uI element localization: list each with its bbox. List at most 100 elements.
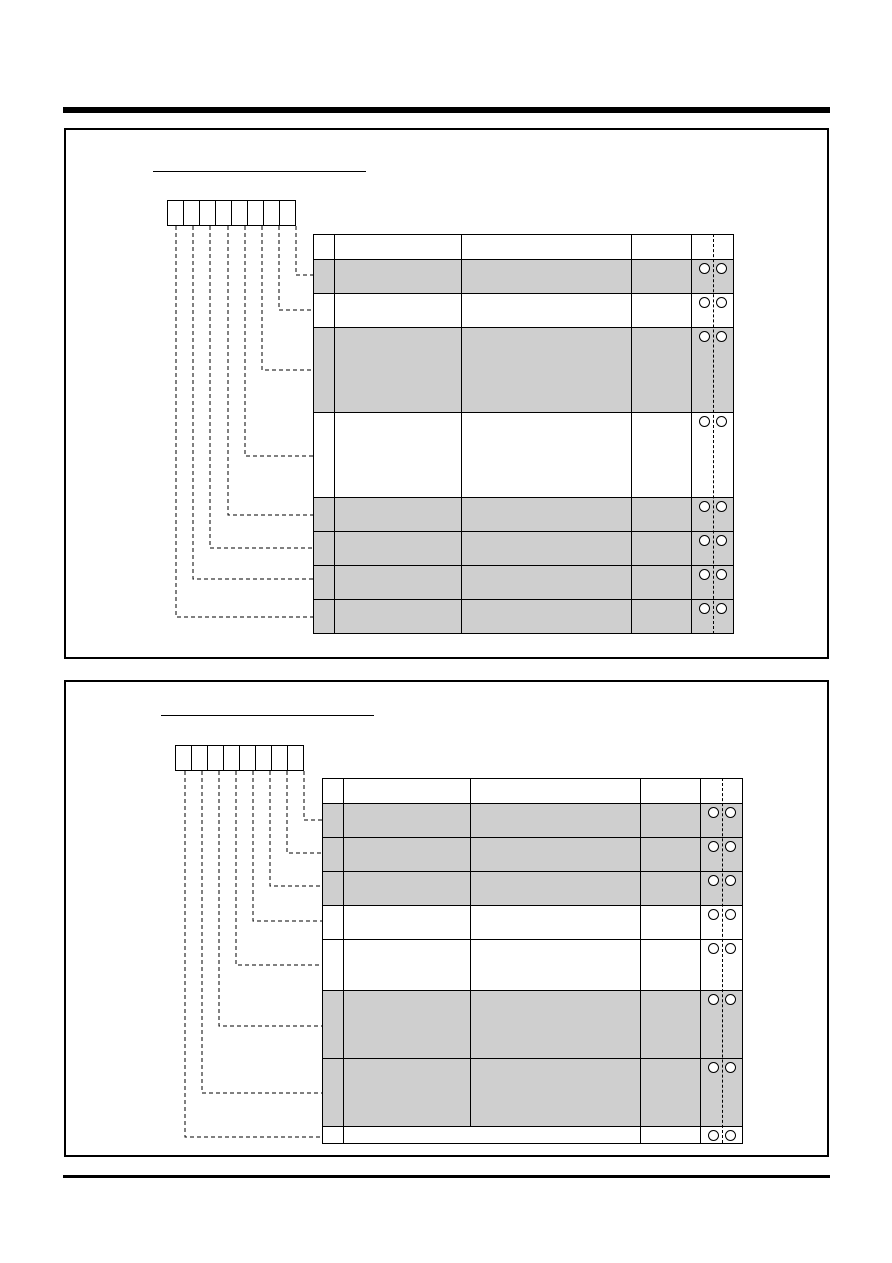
reset-value-cell	[641, 906, 701, 940]
write-circle-icon	[724, 807, 736, 818]
write-circle-icon	[724, 1130, 736, 1141]
read-circle-icon	[698, 569, 710, 580]
column-header	[335, 234, 462, 260]
write-circle-icon	[724, 841, 736, 852]
function-cell	[462, 328, 632, 413]
bit-number-cell	[313, 566, 335, 600]
write-circle-icon	[715, 331, 727, 342]
read-circle-icon	[698, 297, 710, 308]
reset-value-cell	[641, 991, 701, 1059]
bit-name-cell	[335, 294, 462, 328]
column-header	[322, 778, 344, 804]
header-rule	[63, 107, 830, 113]
column-header	[462, 234, 632, 260]
reset-value-cell	[632, 532, 692, 566]
reset-value-cell	[632, 260, 692, 294]
reset-value-cell	[641, 804, 701, 838]
bit-1	[263, 200, 280, 226]
bit-number-cell	[322, 1059, 344, 1127]
bit-name-cell	[335, 413, 462, 498]
function-cell	[462, 566, 632, 600]
function-cell	[471, 838, 641, 872]
column-header	[632, 234, 692, 260]
bit-name-cell	[344, 991, 471, 1059]
write-circle-icon	[715, 569, 727, 580]
bit-table-2	[322, 778, 743, 1144]
bit-number-cell	[313, 328, 335, 413]
bit-number-cell	[313, 498, 335, 532]
bit-name-cell	[335, 600, 462, 634]
bit-number-cell	[322, 906, 344, 940]
read-circle-icon	[698, 331, 710, 342]
bit-0	[279, 200, 296, 226]
footer-rule	[63, 1175, 830, 1178]
function-cell	[462, 532, 632, 566]
write-circle-icon	[724, 994, 736, 1005]
function-cell	[462, 413, 632, 498]
reset-value-cell	[641, 1059, 701, 1127]
bit-number-cell	[313, 413, 335, 498]
rw-divider-2	[722, 778, 723, 1143]
write-circle-icon	[724, 1062, 736, 1073]
function-cell	[471, 991, 641, 1059]
rw-divider-1	[713, 234, 714, 634]
column-header	[313, 234, 335, 260]
function-cell	[462, 600, 632, 634]
bit-name-cell	[344, 872, 471, 906]
bit-6	[191, 745, 208, 771]
function-cell	[462, 260, 632, 294]
write-circle-icon	[715, 603, 727, 614]
bit-7	[175, 745, 192, 771]
read-circle-icon	[707, 807, 719, 818]
bit-name-cell	[344, 804, 471, 838]
bit-name-cell	[335, 328, 462, 413]
bit-4	[215, 200, 232, 226]
column-header	[344, 778, 471, 804]
column-header	[641, 778, 701, 804]
bit-3	[239, 745, 256, 771]
bit-name-cell	[344, 906, 471, 940]
read-circle-icon	[707, 1130, 719, 1141]
bit-6	[183, 200, 200, 226]
rw-cell	[701, 1127, 743, 1144]
bit-name-cell	[335, 566, 462, 600]
read-circle-icon	[698, 603, 710, 614]
bit-5	[207, 745, 224, 771]
reset-value-cell	[641, 940, 701, 991]
read-circle-icon	[698, 263, 710, 274]
reset-value-cell	[641, 872, 701, 906]
reset-value-cell	[641, 838, 701, 872]
read-circle-icon	[698, 535, 710, 546]
bit-1	[271, 745, 288, 771]
function-cell	[471, 872, 641, 906]
bit-field-2	[175, 745, 304, 771]
merged-cell	[344, 1127, 641, 1144]
bit-3	[231, 200, 248, 226]
bit-name-cell	[344, 838, 471, 872]
bit-number-cell	[313, 532, 335, 566]
write-circle-icon	[715, 416, 727, 427]
bit-0	[287, 745, 304, 771]
reset-value-cell	[632, 498, 692, 532]
bit-number-cell	[322, 991, 344, 1059]
read-circle-icon	[707, 875, 719, 886]
write-circle-icon	[724, 909, 736, 920]
write-circle-icon	[715, 297, 727, 308]
reset-value-cell	[632, 413, 692, 498]
register-title-2	[161, 715, 374, 716]
read-circle-icon	[707, 1062, 719, 1073]
write-circle-icon	[715, 535, 727, 546]
bit-name-cell	[344, 1059, 471, 1127]
read-circle-icon	[707, 909, 719, 920]
bit-2	[247, 200, 264, 226]
read-circle-icon	[698, 416, 710, 427]
reset-value-cell	[632, 328, 692, 413]
reset-value-cell	[632, 600, 692, 634]
column-header	[471, 778, 641, 804]
bit-name-cell	[335, 260, 462, 294]
bit-4	[223, 745, 240, 771]
reset-value-cell	[632, 294, 692, 328]
write-circle-icon	[715, 263, 727, 274]
bit-number-cell	[322, 872, 344, 906]
write-circle-icon	[724, 943, 736, 954]
